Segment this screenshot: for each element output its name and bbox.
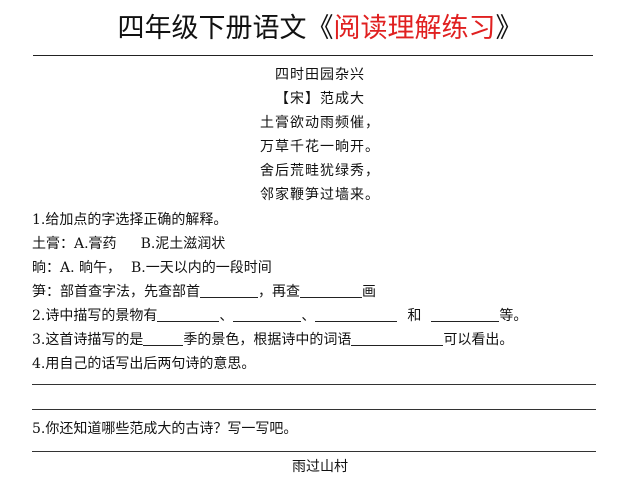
question-4-answer-line-2[interactable] bbox=[32, 409, 596, 410]
question-4-prompt: 4.用自己的话写出后两句诗的意思。 bbox=[32, 356, 256, 372]
word-blank[interactable] bbox=[351, 331, 444, 346]
title-prefix: 四年级下册语文《 bbox=[117, 13, 334, 44]
question-5-prompt: 5.你还知道哪些范成大的古诗？写一写吧。 bbox=[32, 421, 298, 437]
separator-2: 、 bbox=[301, 308, 316, 324]
title-highlight: 阅读理解练习 bbox=[333, 13, 496, 44]
poem-line-3: 舍后荒畦犹绿秀， bbox=[260, 163, 380, 179]
item-2-option-a[interactable]: A. 晌午， bbox=[60, 260, 122, 276]
question-2-prompt: 2.诗中描写的景物有 bbox=[32, 308, 158, 324]
season-blank[interactable] bbox=[143, 331, 184, 346]
poem-author: 【宋】范成大 bbox=[275, 91, 365, 107]
title-suffix: 》 bbox=[495, 13, 523, 44]
item-2-label: 晌： bbox=[32, 260, 60, 276]
question-3-end: 可以看出。 bbox=[443, 332, 514, 348]
item-3-text: 笋：部首查字法，先查部首 bbox=[32, 284, 200, 300]
question-1-prompt: 1.给加点的字选择正确的解释。 bbox=[32, 212, 228, 228]
question-3-prompt: 3.这首诗描写的是 bbox=[32, 332, 144, 348]
title-underline bbox=[33, 55, 593, 56]
question-1-item-2: 晌：A. 晌午， B.一天以内的一段时间 bbox=[32, 259, 272, 277]
item-1-label: 土膏： bbox=[32, 236, 74, 252]
poem-line-4: 邻家鞭笋过墙来。 bbox=[260, 187, 380, 203]
item-3-mid: ，再查 bbox=[258, 284, 300, 300]
item-1-option-b[interactable]: B.泥土滋润状 bbox=[140, 236, 226, 252]
item-3-end: 画 bbox=[362, 284, 376, 300]
scenery-blank-4[interactable] bbox=[431, 307, 500, 322]
question-1-item-1: 土膏：A.膏药 B.泥土滋润状 bbox=[32, 235, 225, 253]
poem-title: 四时田园杂兴 bbox=[275, 67, 365, 83]
poem-line-2: 万草千花一晌开。 bbox=[260, 139, 380, 155]
scenery-blank-2[interactable] bbox=[233, 307, 302, 322]
question-2: 2.诗中描写的景物有 、 、 和 等。 bbox=[32, 307, 527, 325]
question-3-mid: 季的景色，根据诗中的词语 bbox=[183, 332, 352, 348]
and-word: 和 bbox=[407, 308, 422, 324]
poem-line-1: 土膏欲动雨频催， bbox=[260, 115, 380, 131]
question-2-end: 等。 bbox=[499, 308, 528, 324]
radical-blank[interactable] bbox=[200, 283, 258, 298]
question-1-item-3: 笋：部首查字法，先查部首 ，再查 画 bbox=[32, 283, 376, 301]
stroke-count-blank[interactable] bbox=[300, 283, 362, 298]
question-4-answer-line-1[interactable] bbox=[32, 384, 596, 385]
item-1-option-a[interactable]: A.膏药 bbox=[74, 236, 117, 252]
scenery-blank-3[interactable] bbox=[315, 307, 398, 322]
item-2-option-b[interactable]: B.一天以内的一段时间 bbox=[131, 260, 272, 276]
scenery-blank-1[interactable] bbox=[157, 307, 220, 322]
question-3: 3.这首诗描写的是 季的景色，根据诗中的词语 可以看出。 bbox=[32, 331, 513, 349]
question-5-answer-line[interactable] bbox=[32, 451, 596, 452]
footer-poem-title: 雨过山村 bbox=[292, 459, 348, 475]
page-title: 四年级下册语文《阅读理解练习》 bbox=[0, 12, 640, 46]
separator-1: 、 bbox=[219, 308, 234, 324]
